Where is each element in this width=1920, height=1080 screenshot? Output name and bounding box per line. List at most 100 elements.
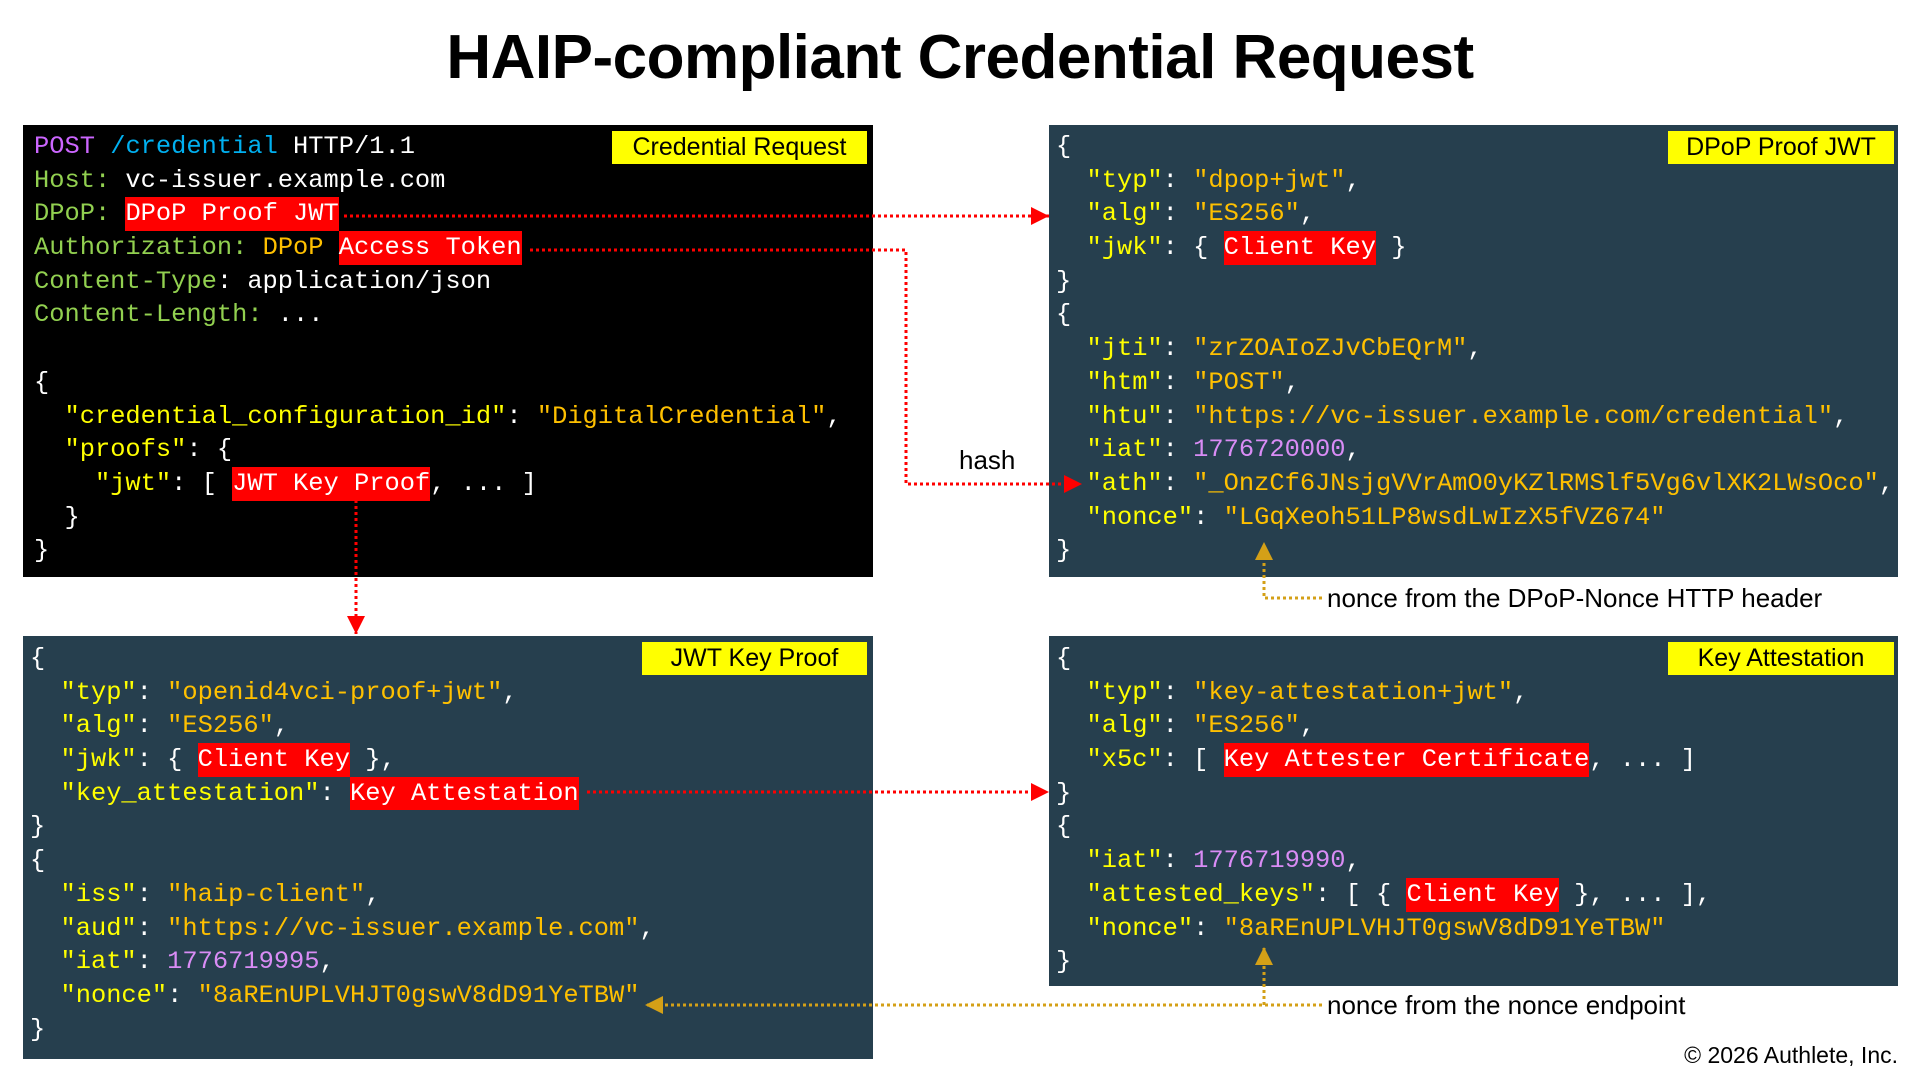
code-token: "jwt" <box>94 468 172 498</box>
code-line: "attested_keys": [ { Client Key }, ... ]… <box>1056 877 1711 912</box>
code-token: : <box>1162 401 1194 431</box>
code-token <box>95 132 110 161</box>
code-token: , <box>1284 367 1300 397</box>
code-line: { <box>30 642 655 676</box>
code-token <box>1056 334 1086 363</box>
code-line: "aud": "https://vc-issuer.example.com", <box>30 912 654 946</box>
code-token <box>1056 402 1086 431</box>
code-line: Host: vc-issuer.example.com <box>34 164 842 198</box>
code-line: } <box>30 1013 655 1047</box>
highlight-placeholder: Key Attestation <box>350 776 579 811</box>
code-line: "typ": "openid4vci-proof+jwt", <box>30 676 655 710</box>
code-line: "htm": "POST", <box>1056 366 1894 400</box>
code-line: "nonce": "8aREnUPLVHJT0gswV8dD91YeTBW" <box>30 979 655 1013</box>
code-token: "alg" <box>1086 711 1163 741</box>
code-line: "iat": 1776719995, <box>30 945 655 979</box>
code-token: , <box>1345 165 1361 195</box>
code-token <box>324 233 339 262</box>
code-token: "alg" <box>1086 199 1163 229</box>
code-token: POST <box>34 132 95 161</box>
code-line: "proofs": { <box>34 433 842 467</box>
code-token: "DigitalCredential" <box>536 401 827 431</box>
code-line: { <box>34 366 842 400</box>
code-token: , <box>273 711 290 741</box>
code-token: "nonce" <box>60 980 168 1010</box>
code-token: : { <box>136 745 198 775</box>
code-token: : <box>1162 435 1194 465</box>
code-token: "jwk" <box>60 745 137 775</box>
code-line: "alg": "ES256", <box>30 709 655 743</box>
code-token: vc-issuer.example.com <box>110 165 446 195</box>
code-token: "POST" <box>1193 367 1285 397</box>
code-token: { <box>1056 300 1072 330</box>
code-line: "iss": "haip-client", <box>30 878 655 912</box>
code-line <box>34 332 842 366</box>
code-token: : [ { <box>1315 879 1407 909</box>
code-token: : <box>1162 468 1194 498</box>
code-token <box>1056 846 1086 875</box>
code-line: "htu": "https://vc-issuer.example.com/cr… <box>1056 400 1894 434</box>
code-token: , ... ] <box>430 468 537 498</box>
code-token: { <box>1056 644 1072 673</box>
code-token: } <box>1376 233 1407 263</box>
code-line: { <box>1056 642 1711 676</box>
code-token <box>30 745 60 774</box>
panel-label: Key Attestation <box>1668 642 1894 675</box>
code-line: "jti": "zrZOAIoZJvCbEQrM", <box>1056 332 1894 366</box>
code-token <box>1056 880 1086 909</box>
code-token: "jwk" <box>1086 233 1163 263</box>
code-token: : { <box>186 435 233 465</box>
code-line: Content-Type: application/json <box>34 265 842 299</box>
code-token <box>34 435 64 464</box>
code-token: , <box>1299 199 1316 229</box>
code-token: 1776720000 <box>1193 435 1346 465</box>
code-token: /credential <box>110 132 278 161</box>
code-token: : <box>1193 502 1224 532</box>
code-token: } <box>30 812 46 842</box>
code-line: } <box>1056 777 1711 811</box>
code-line: "typ": "dpop+jwt", <box>1056 164 1894 198</box>
code-token <box>1056 711 1086 740</box>
code-token: : <box>1162 367 1194 397</box>
code-token: : { <box>1162 233 1224 263</box>
code-token: DPoP: <box>34 199 111 229</box>
code-block: { "typ": "dpop+jwt", "alg": "ES256", "jw… <box>1056 130 1894 568</box>
code-token: 1776719995 <box>167 947 320 977</box>
code-line: Content-Length: ... <box>34 298 842 332</box>
code-token: : <box>1162 334 1194 364</box>
code-token <box>30 947 60 976</box>
code-token: , <box>1878 468 1895 498</box>
highlight-placeholder: DPoP Proof JWT <box>125 197 339 232</box>
code-line: "nonce": "8aREnUPLVHJT0gswV8dD91YeTBW" <box>1056 912 1711 946</box>
code-line: "iat": 1776720000, <box>1056 433 1894 467</box>
code-token: } <box>30 1014 46 1044</box>
code-token: "credential_configuration_id" <box>64 401 507 431</box>
code-token: "nonce" <box>1086 913 1194 943</box>
code-token: "key-attestation+jwt" <box>1193 677 1514 707</box>
code-token: }, <box>350 745 396 775</box>
code-token: "dpop+jwt" <box>1193 165 1346 195</box>
code-token: : <box>136 879 168 909</box>
code-token: "8aREnUPLVHJT0gswV8dD91YeTBW" <box>1223 913 1666 943</box>
code-token: : <box>1162 199 1194 229</box>
code-token <box>1056 914 1086 943</box>
code-token: , <box>1345 435 1361 465</box>
page-title: HAIP-compliant Credential Request <box>446 23 1474 92</box>
code-token: : [ <box>1162 745 1224 775</box>
code-token: , <box>502 677 518 707</box>
code-token: "ES256" <box>167 711 274 741</box>
panel-label: DPoP Proof JWT <box>1668 131 1894 164</box>
code-token: : <box>136 913 168 943</box>
dpop-proof-jwt-panel: { "typ": "dpop+jwt", "alg": "ES256", "jw… <box>1049 125 1898 577</box>
code-block: { "typ": "key-attestation+jwt", "alg": "… <box>1056 642 1711 979</box>
code-token: "htu" <box>1086 401 1163 431</box>
code-token: , <box>826 401 842 431</box>
nonce-endpoint-note: nonce from the nonce endpoint <box>1327 990 1686 1020</box>
code-line: "jwk": { Client Key }, <box>30 743 655 777</box>
highlight-placeholder: Key Attester Certificate <box>1223 743 1590 777</box>
code-token: 1776719990 <box>1193 846 1346 876</box>
highlight-placeholder: JWT Key Proof <box>232 466 431 501</box>
code-token: "iss" <box>60 879 137 909</box>
code-token: Host: <box>34 165 111 195</box>
